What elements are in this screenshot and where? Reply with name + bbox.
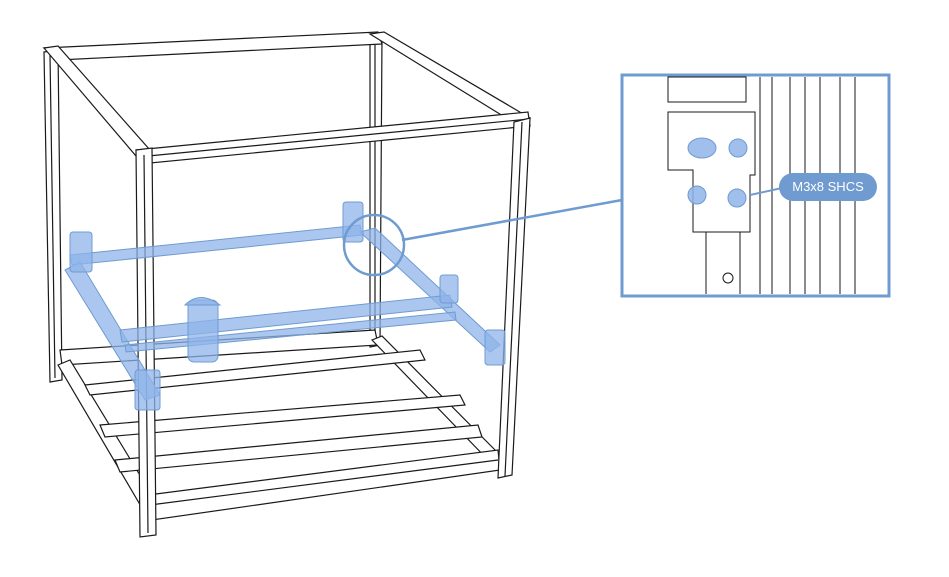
right-mid-block <box>439 274 459 304</box>
bottom-cross-1 <box>84 349 426 396</box>
bottom-cross-2 <box>99 394 466 438</box>
frame <box>42 31 532 538</box>
toolhead <box>187 299 219 363</box>
screw-icon <box>727 188 747 208</box>
front-right-block <box>484 329 506 366</box>
top-back-rail <box>42 31 383 61</box>
screw-icon <box>687 185 707 205</box>
front-left-block <box>134 369 161 411</box>
screw-icon <box>728 138 748 158</box>
back-left-block <box>69 231 93 273</box>
right-gantry-rod <box>358 227 501 353</box>
top-left-rail <box>42 45 151 157</box>
screw-callout-label: M3x8 SHCS <box>779 173 877 201</box>
detail-circle <box>342 213 406 277</box>
toolhead-top <box>183 297 222 306</box>
detail-leader <box>401 198 623 242</box>
back-gantry-rod <box>69 224 363 266</box>
gantry-highlight <box>64 201 506 411</box>
bottom-cross-3 <box>114 424 483 473</box>
top-right-rail <box>368 31 532 125</box>
back-right-post <box>369 35 383 348</box>
screw-icon <box>687 137 717 159</box>
